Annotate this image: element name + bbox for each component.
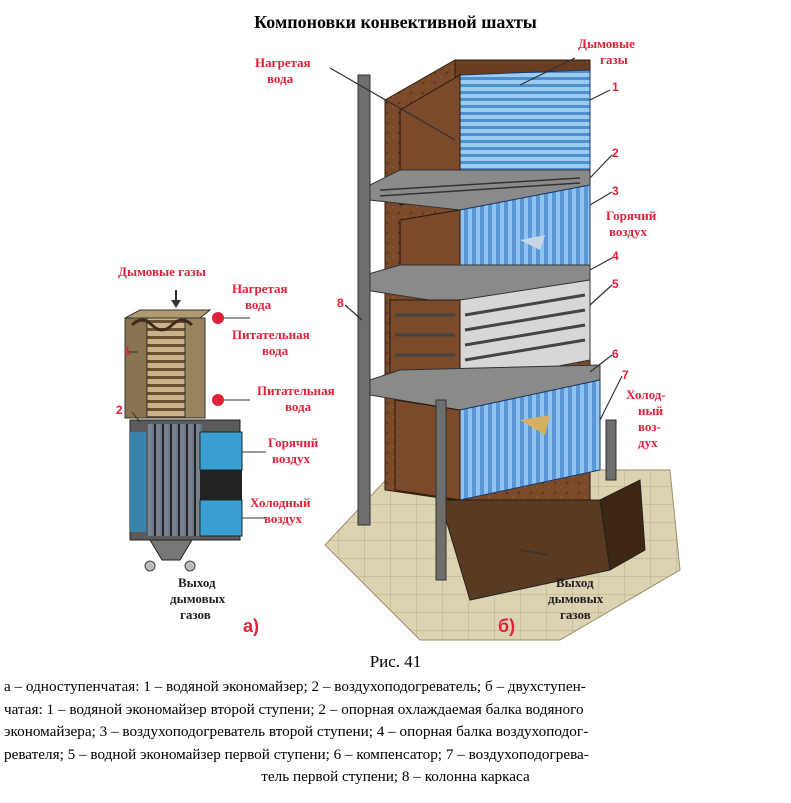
a-label-feed-water-2: вода [262, 343, 289, 358]
a-label-feed-water-b-2: вода [285, 399, 312, 414]
a-label-hot-water-1: Нагретая [232, 281, 288, 296]
caption-line-3: экономайзера; 3 – воздухоподогреватель в… [4, 723, 589, 740]
b-label-smoke-2: газы [600, 52, 628, 67]
b-bottom-hopper [439, 479, 646, 601]
b-label-hot-water-1: Нагретая [255, 55, 311, 70]
b-label-cold-air-2: ный [638, 403, 664, 418]
b-label-cold-air-4: дух [638, 435, 658, 450]
b-label-hot-air-2: воздух [609, 224, 647, 239]
caption-line-5: тель первой ступени; 8 – колонна каркаса [261, 768, 530, 785]
b-label-smoke-1: Дымовые [578, 36, 635, 51]
a-sublabel: а) [243, 616, 260, 636]
b-number-6: 6 [612, 347, 619, 361]
b-label-exit-3: газов [560, 607, 591, 622]
a-number-2: 2 [116, 403, 123, 417]
b-leader-lines [329, 57, 623, 556]
a-label-hot-air-2: воздух [272, 451, 310, 466]
a-label-exit-3: газов [180, 607, 211, 622]
a-hot-water-marker [212, 312, 224, 324]
figure-title: Компоновки конвективной шахты [254, 12, 537, 32]
b-economizer-stage1 [389, 279, 591, 386]
b-number-7: 7 [622, 368, 629, 382]
a-label-smoke-gases: Дымовые газы [118, 264, 206, 279]
b-label-cold-air-3: воз- [638, 419, 661, 434]
a-air-heater [129, 419, 243, 572]
a-label-feed-water-b-1: Питательная [257, 383, 335, 398]
a-label-exit-1: Выход [178, 575, 216, 590]
b-number-2: 2 [612, 146, 619, 160]
caption-line-4: ревателя; 5 – водной экономайзер первой … [4, 745, 589, 763]
b-label-cold-air-1: Холод- [626, 387, 666, 402]
b-sublabel: б) [498, 616, 516, 636]
b-label-exit-1: Выход [556, 575, 594, 590]
a-number-1: 1 [124, 344, 131, 358]
b-number-3: 3 [612, 184, 619, 198]
a-economizer [124, 309, 212, 419]
figure-caption: а – одноступенчатая: 1 – водяной эконома… [4, 676, 787, 789]
b-number-4: 4 [612, 249, 619, 263]
a-label-exit-2: дымовых [170, 591, 226, 606]
a-label-feed-water-1: Питательная [232, 327, 310, 342]
a-label-hot-air-1: Горячий [268, 435, 319, 450]
b-number-1: 1 [612, 80, 619, 94]
a-label-hot-water-2: вода [245, 297, 272, 312]
b-label-hot-air-1: Горячий [606, 208, 657, 223]
caption-line-1: а – одноступенчатая: 1 – водяной эконома… [4, 678, 586, 695]
b-frame-columns [357, 74, 617, 581]
caption-line-2: чатая: 1 – водяной экономайзер второй ст… [4, 700, 584, 718]
b-label-exit-2: дымовых [548, 591, 604, 606]
b-label-hot-water-2: вода [267, 71, 294, 86]
a-feed-water-marker [212, 394, 224, 406]
b-number-8: 8 [337, 296, 344, 310]
a-label-cold-air-1: Холодный [250, 495, 311, 510]
b-number-5: 5 [612, 277, 619, 291]
a-label-cold-air-2: воздух [264, 511, 302, 526]
figure-number: Рис. 41 [369, 652, 422, 671]
